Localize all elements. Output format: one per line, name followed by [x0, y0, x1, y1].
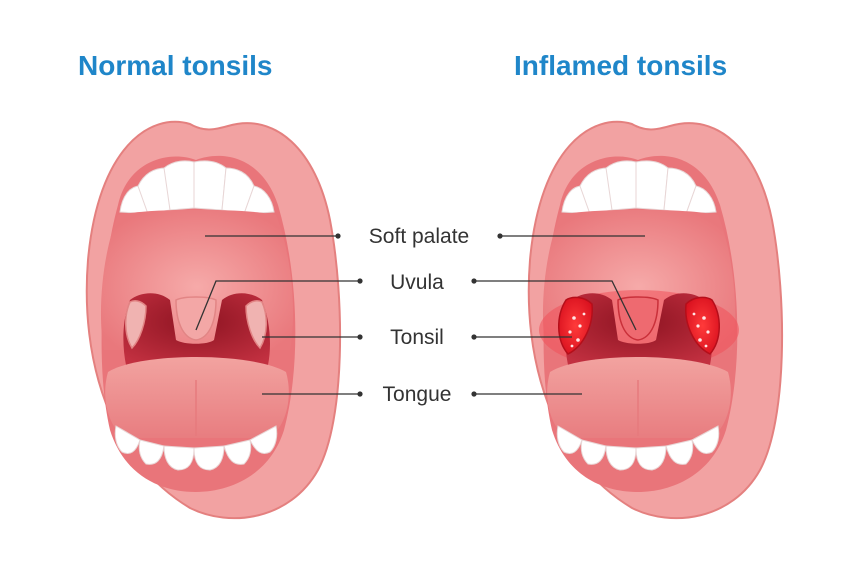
- label-soft-palate: Soft palate: [369, 225, 469, 248]
- leader-dots: [335, 233, 503, 397]
- label-tonsil: Tonsil: [390, 326, 444, 349]
- upper-teeth: [561, 160, 717, 215]
- lower-teeth: [556, 425, 720, 471]
- tongue: [105, 357, 289, 438]
- throat: [565, 293, 712, 365]
- tongue: [547, 357, 731, 438]
- leader-lines: [195, 235, 645, 395]
- mouth-normal: [85, 120, 342, 520]
- tonsil-spots: [568, 312, 710, 348]
- lower-teeth: [114, 425, 278, 471]
- uvula: [617, 296, 659, 341]
- throat: [123, 293, 270, 365]
- tonsil-right: [245, 300, 267, 350]
- tonsil-left: [125, 300, 147, 350]
- upper-teeth: [119, 160, 275, 215]
- uvula: [175, 296, 217, 341]
- label-uvula: Uvula: [390, 271, 444, 294]
- label-tongue: Tongue: [383, 383, 452, 406]
- title-inflamed-tonsils: Inflamed tonsils: [514, 50, 728, 81]
- tonsil-left-inflamed: [558, 296, 593, 355]
- title-normal-tonsils: Normal tonsils: [78, 50, 273, 81]
- mouth-inflamed: [527, 120, 784, 520]
- tonsil-right-inflamed: [685, 296, 720, 355]
